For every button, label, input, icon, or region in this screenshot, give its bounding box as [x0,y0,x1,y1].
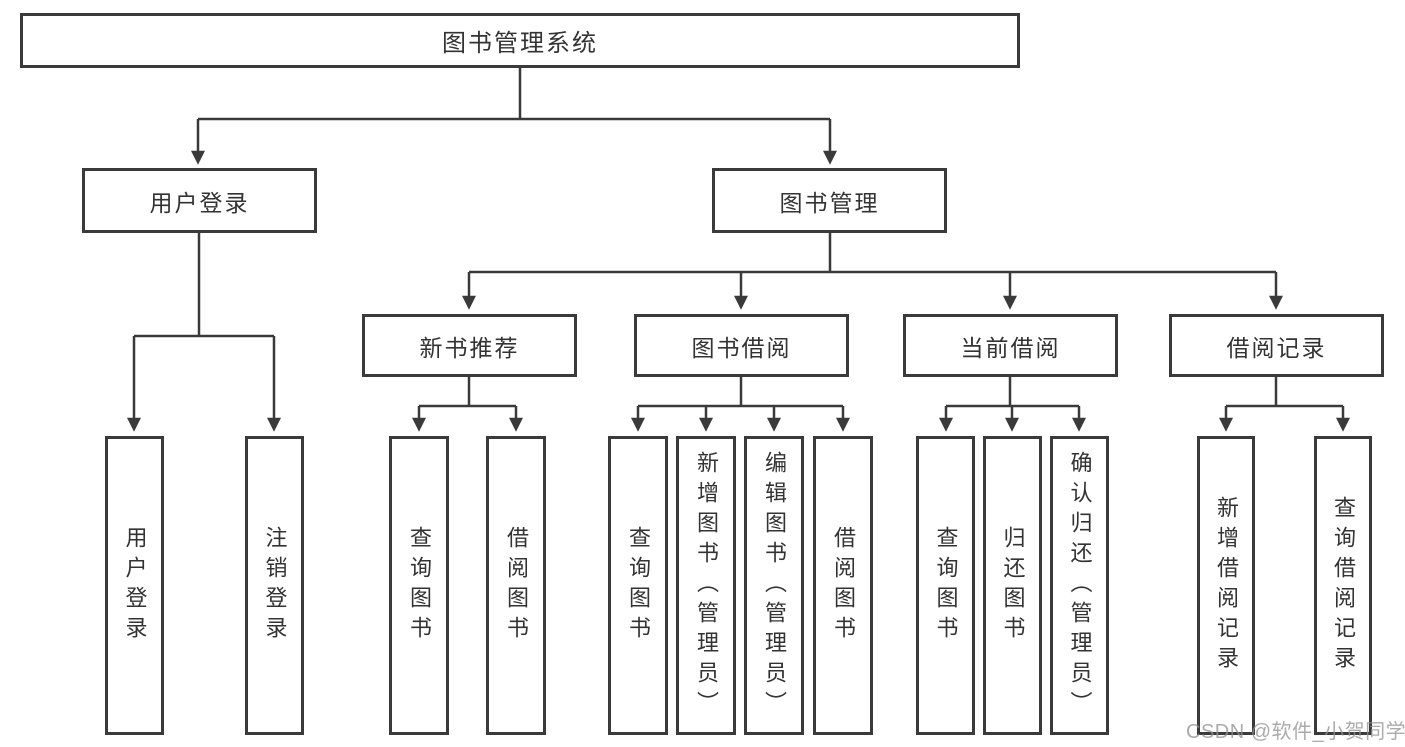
leaf-query-books-borrowing: 查询图书 [608,436,668,735]
leaf-add-borrow-record: 新增借阅记录 [1197,436,1255,735]
leaf-confirm-return-admin: 确认归还（管理员） [1050,436,1109,735]
node-new-book-recommend-label: 新书推荐 [419,334,520,361]
leaf-confirm-return-admin-label: 确认归还（管理员） [1067,450,1093,721]
node-root-system: 图书管理系统 [20,13,1020,68]
leaf-return-book-label: 归还图书 [1000,525,1026,646]
node-user-login-branch: 用户登录 [82,168,317,233]
leaf-query-borrow-record-label: 查询借阅记录 [1331,495,1356,676]
leaf-add-book-admin: 新增图书（管理员） [676,436,736,735]
leaf-borrow-books-borrowing: 借阅图书 [813,436,873,735]
node-borrowing-records: 借阅记录 [1169,314,1384,377]
leaf-add-book-admin-label: 新增图书（管理员） [694,450,719,721]
node-root-system-label: 图书管理系统 [442,30,598,57]
leaf-add-borrow-record-label: 新增借阅记录 [1214,495,1239,676]
leaf-query-books-borrowing-label: 查询图书 [626,525,651,646]
leaf-logout-label: 注销登录 [262,525,288,646]
node-new-book-recommend: 新书推荐 [362,314,577,377]
leaf-query-borrow-record: 查询借阅记录 [1314,436,1372,735]
leaf-user-login: 用户登录 [105,436,164,735]
leaf-query-books-recommend-label: 查询图书 [407,525,432,646]
leaf-edit-book-admin-label: 编辑图书（管理员） [762,450,787,721]
node-book-management-branch: 图书管理 [712,168,947,233]
leaf-borrow-books-recommend: 借阅图书 [486,436,546,735]
leaf-return-book: 归还图书 [983,436,1042,735]
leaf-query-books-current: 查询图书 [916,436,975,735]
leaf-edit-book-admin: 编辑图书（管理员） [744,436,804,735]
node-book-borrowing: 图书借阅 [634,314,849,377]
leaf-borrow-books-recommend-label: 借阅图书 [504,525,529,646]
node-borrowing-records-label: 借阅记录 [1226,334,1327,361]
csdn-watermark: CSDN @软件_小贺同学 [1186,721,1405,743]
leaf-user-login-label: 用户登录 [122,525,148,646]
node-book-management-branch-label: 图书管理 [779,189,880,216]
node-book-borrowing-label: 图书借阅 [691,334,792,361]
node-current-borrowing-label: 当前借阅 [960,334,1061,361]
leaf-query-books-recommend: 查询图书 [389,436,449,735]
node-current-borrowing: 当前借阅 [903,314,1118,377]
leaf-logout: 注销登录 [245,436,304,735]
leaf-borrow-books-borrowing-label: 借阅图书 [831,525,856,646]
node-user-login-branch-label: 用户登录 [149,189,250,216]
leaf-query-books-current-label: 查询图书 [933,525,959,646]
